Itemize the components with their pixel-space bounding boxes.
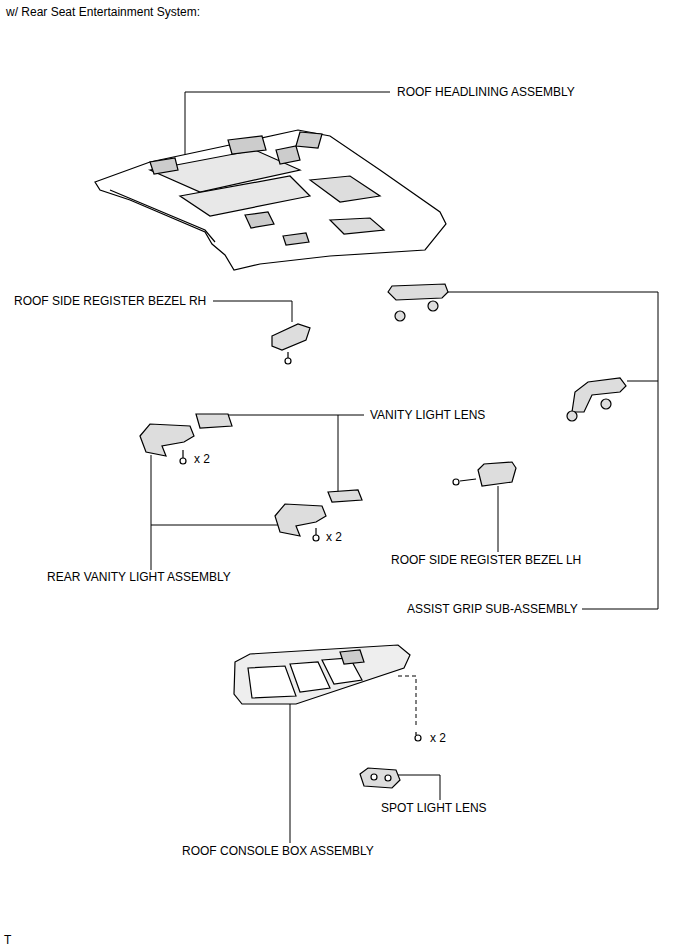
part-name: ROOF CONSOLE BOX ASSEMBLY	[181, 844, 375, 858]
quantity-label: x 2	[325, 530, 343, 544]
headlining-drawing	[95, 130, 446, 270]
console-box-drawing	[234, 645, 421, 741]
leader-line	[151, 455, 152, 570]
vanity-light-drawing	[140, 414, 362, 541]
part-name: ROOF HEADLINING ASSEMBLY	[396, 85, 576, 99]
quantity-label: x 2	[193, 452, 211, 466]
part-name: VANITY LIGHT LENS	[369, 408, 486, 422]
figure-code: T	[3, 933, 12, 947]
part-name: ASSIST GRIP SUB-ASSEMBLY	[406, 602, 579, 616]
leader-line	[151, 525, 278, 526]
part-name: ROOF SIDE REGISTER BEZEL LH	[390, 553, 582, 567]
assist-grip-drawing	[388, 284, 626, 421]
quantity-label: x 2	[429, 731, 447, 745]
leader-line	[213, 301, 292, 322]
leader-line	[228, 415, 364, 416]
spot-light-lens-drawing	[360, 768, 400, 788]
part-name: SPOT LIGHT LENS	[380, 801, 488, 815]
leader-line	[338, 415, 356, 493]
register-bezel-drawing	[272, 324, 310, 364]
register-bezel-drawing	[453, 462, 516, 486]
part-name: REAR VANITY LIGHT ASSEMBLY	[46, 570, 232, 584]
part-name: ROOF SIDE REGISTER BEZEL RH	[13, 294, 207, 308]
diagram-title: w/ Rear Seat Entertainment System:	[5, 5, 201, 19]
leader-line	[498, 486, 499, 552]
dashed-line	[398, 676, 416, 728]
leader-line	[398, 775, 440, 800]
leader-line	[290, 702, 291, 843]
leader-line	[627, 381, 658, 382]
